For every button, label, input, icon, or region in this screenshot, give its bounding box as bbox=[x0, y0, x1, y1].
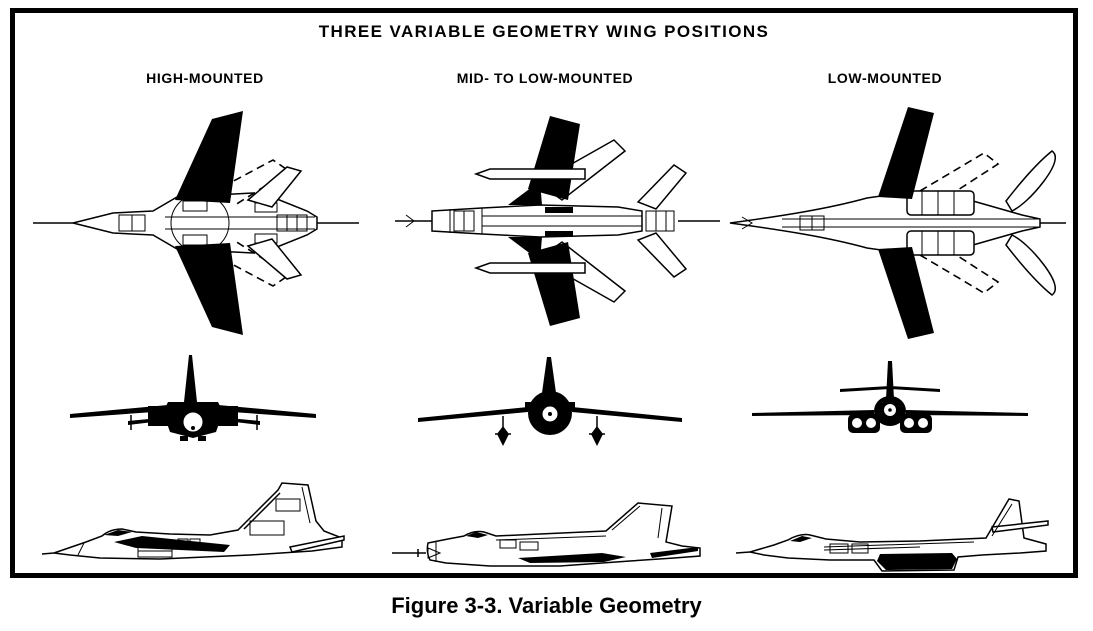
front-view-mid-to-low-mounted-aircraft bbox=[418, 357, 682, 446]
column-header-high-mounted: HIGH-MOUNTED bbox=[146, 70, 264, 86]
figure-caption: Figure 3-3. Variable Geometry bbox=[391, 593, 702, 618]
top-view-high-mounted-aircraft bbox=[33, 111, 359, 335]
side-view-mid-to-low-mounted-aircraft bbox=[392, 502, 701, 567]
side-view-low-mounted-aircraft bbox=[735, 498, 1049, 572]
top-view-low-mounted-aircraft bbox=[729, 107, 1066, 339]
figure-title: THREE VARIABLE GEOMETRY WING POSITIONS bbox=[318, 22, 770, 41]
side-view-high-mounted-aircraft bbox=[41, 482, 345, 560]
column-header-low-mounted: LOW-MOUNTED bbox=[827, 70, 943, 86]
front-view-high-mounted-aircraft bbox=[70, 355, 316, 441]
front-view-low-mounted-aircraft bbox=[752, 361, 1028, 433]
column-header-mid-to-low-mounted: MID- TO LOW-MOUNTED bbox=[456, 70, 634, 86]
top-view-mid-to-low-mounted-aircraft bbox=[395, 116, 720, 326]
